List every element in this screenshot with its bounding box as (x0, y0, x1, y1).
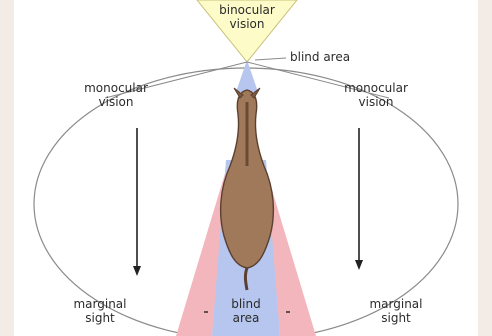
marginal-sight-right-line2: sight (381, 311, 411, 325)
blind-area-bottom-line2: area (233, 311, 260, 325)
marginal-sight-left-line1: marginal (73, 297, 126, 311)
binocular-label-line1: binocular (219, 3, 275, 17)
marginal-sight-left-line2: sight (85, 311, 115, 325)
monocular-left-line1: monocular (84, 81, 148, 95)
binocular-label-line2: vision (230, 17, 265, 31)
blind-area-top-label: blind area (290, 50, 350, 64)
monocular-right-line1: monocular (344, 81, 408, 95)
monocular-right-line2: vision (359, 95, 394, 109)
marginal-sight-right-line1: marginal (369, 297, 422, 311)
blind-area-bottom-line1: blind (231, 297, 261, 311)
monocular-left-line2: vision (99, 95, 134, 109)
